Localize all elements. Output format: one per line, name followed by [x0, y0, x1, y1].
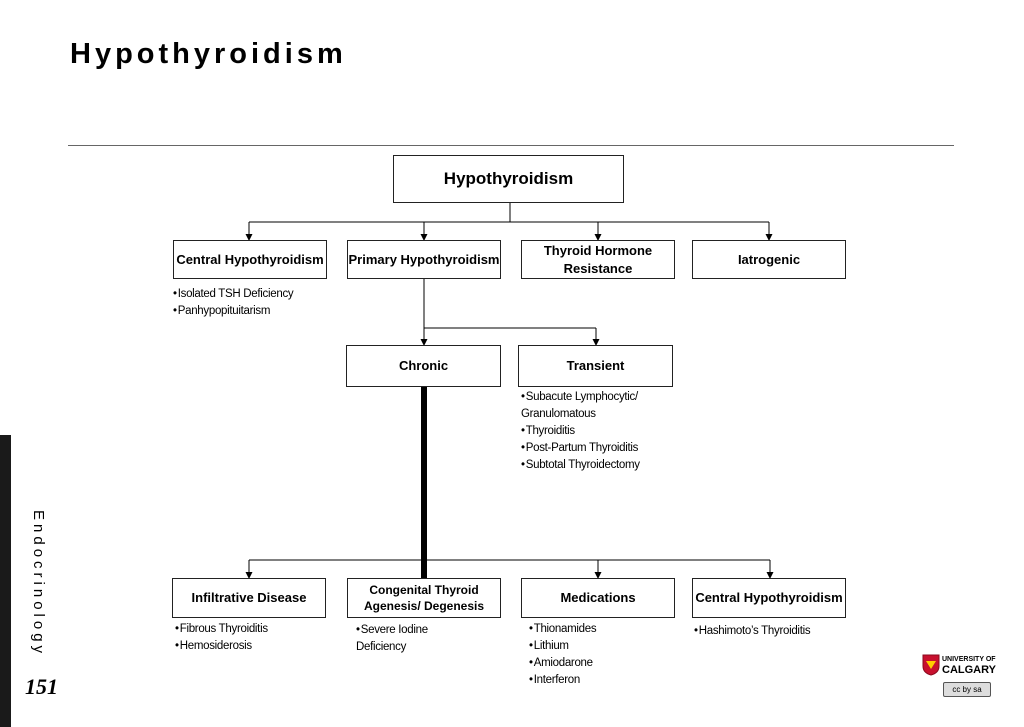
node-thyroid-hormone-resistance: Thyroid Hormone Resistance — [521, 240, 675, 279]
list-item: Interferon — [529, 672, 649, 689]
list-item: Isolated TSH Deficiency — [173, 286, 303, 303]
list-item: Thionamides — [529, 621, 649, 638]
list-item: Fibrous Thyroiditis — [175, 621, 325, 638]
node-primary-hypothyroidism: Primary Hypothyroidism — [347, 240, 501, 279]
university-logo: UNIVERSITY OF CALGARY — [942, 656, 1002, 676]
root-node: Hypothyroidism — [393, 155, 624, 203]
node-chronic: Chronic — [346, 345, 501, 387]
transient-notes: Subacute Lymphocytic/ Granulomatous Thyr… — [521, 389, 681, 474]
list-item: Post-Partum Thyroiditis — [521, 440, 681, 457]
page-title: Hypothyroidism — [70, 38, 347, 70]
medications-notes: Thionamides Lithium Amiodarone Interfero… — [529, 621, 649, 689]
logo-line2: CALGARY — [942, 664, 996, 676]
node-iatrogenic: Iatrogenic — [692, 240, 846, 279]
university-shield-icon — [922, 654, 940, 676]
list-item: Subacute Lymphocytic/ Granulomatous — [521, 389, 681, 423]
title-divider — [68, 145, 954, 146]
infiltrative-notes: Fibrous Thyroiditis Hemosiderosis — [175, 621, 325, 655]
sidebar-bar — [0, 435, 11, 727]
list-item: Amiodarone — [529, 655, 649, 672]
section-label: Endocrinology — [30, 510, 47, 658]
node-transient: Transient — [518, 345, 673, 387]
list-item: Lithium — [529, 638, 649, 655]
list-item: Severe Iodine Deficiency — [356, 622, 466, 656]
page-number: 151 — [25, 674, 58, 699]
chronic-thick-stem — [421, 387, 427, 578]
list-item: Subtotal Thyroidectomy — [521, 457, 681, 474]
node-infiltrative-disease: Infiltrative Disease — [172, 578, 326, 618]
node-congenital-thyroid: Congenital Thyroid Agenesis/ Degenesis — [347, 578, 501, 618]
list-item: Hemosiderosis — [175, 638, 325, 655]
central-notes: Isolated TSH Deficiency Panhypopituitari… — [173, 286, 303, 320]
central-2-notes: Hashimoto’s Thyroiditis — [694, 623, 854, 640]
node-central-hypothyroidism-2: Central Hypothyroidism — [692, 578, 846, 618]
node-medications: Medications — [521, 578, 675, 618]
logo-line1: UNIVERSITY OF — [942, 656, 996, 663]
node-central-hypothyroidism: Central Hypothyroidism — [173, 240, 327, 279]
list-item: Panhypopituitarism — [173, 303, 303, 320]
license-badge: cc by sa — [943, 682, 991, 697]
list-item: Thyroiditis — [521, 423, 681, 440]
congenital-notes: Severe Iodine Deficiency — [356, 622, 466, 656]
list-item: Hashimoto’s Thyroiditis — [694, 623, 854, 640]
